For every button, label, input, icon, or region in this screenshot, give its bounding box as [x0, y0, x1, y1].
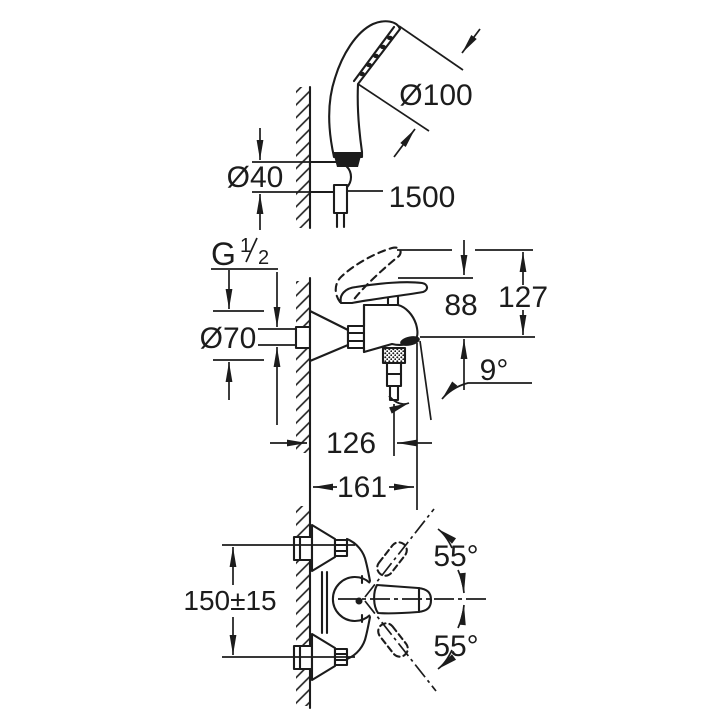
centreline-up-55	[364, 508, 435, 598]
dim-height-lever: 127	[498, 281, 548, 314]
mixer-side-dimensions: G 1 2 Ø70 88 127 9°	[200, 235, 548, 510]
dim-centre-distance: 150±15	[183, 585, 276, 616]
mixer-lever-solid	[339, 281, 429, 305]
mixer-lever-raised-dashed	[334, 246, 402, 304]
union-ribs-top	[333, 538, 349, 558]
mixer-plan-dimensions: 150±15 55° 55°	[183, 528, 479, 670]
wall-hatch-top	[296, 87, 310, 228]
escutcheon-cone-top	[310, 523, 337, 573]
shower-head-outline	[328, 20, 402, 159]
escutcheon-cone	[308, 309, 350, 363]
fraction-slash	[245, 237, 258, 263]
hand-shower-dimensions: Ø100 Ø40 1500	[227, 25, 481, 230]
dim-escutcheon-diameter: Ø70	[200, 322, 257, 355]
hand-shower-view	[308, 20, 402, 229]
lever-position-down-dashed	[377, 622, 409, 658]
dim-projection-spout: 161	[337, 471, 387, 504]
handle-holder-connector	[333, 152, 362, 167]
mixer-side-view	[294, 246, 432, 421]
hose-nut	[332, 183, 349, 215]
dim-holder-diameter: Ø40	[227, 161, 284, 194]
dim-thread-g: G	[211, 236, 236, 272]
dim-lever-swing-down: 55°	[433, 630, 478, 663]
aerator	[400, 336, 420, 346]
dim-head-diameter: Ø100	[399, 79, 472, 112]
dim-projection-aerator: 126	[326, 427, 376, 460]
dim-lever-swing-up: 55°	[433, 540, 478, 573]
spray-nozzles	[359, 35, 393, 77]
lever-position-up-dashed	[376, 541, 408, 577]
spray-face-inner-line	[352, 25, 396, 83]
dim-height-body: 88	[444, 289, 477, 322]
wall-hatch-middle	[296, 281, 310, 453]
dim-thread-denominator: 2	[258, 247, 269, 269]
mixer-plan-body-bottom	[345, 615, 372, 661]
dim-hose-length: 1500	[389, 181, 456, 214]
dim-thread-numerator: 1	[240, 235, 251, 257]
mixer-plan-view	[292, 508, 488, 692]
dim-spout-tilt: 9°	[480, 354, 509, 387]
union-nut	[346, 324, 366, 350]
mixer-plan-body-top	[345, 537, 372, 583]
wall-sections	[296, 85, 312, 710]
spout-tilt-axis	[419, 340, 432, 421]
thread-tail	[294, 325, 312, 350]
centreline-down-55	[364, 600, 437, 692]
